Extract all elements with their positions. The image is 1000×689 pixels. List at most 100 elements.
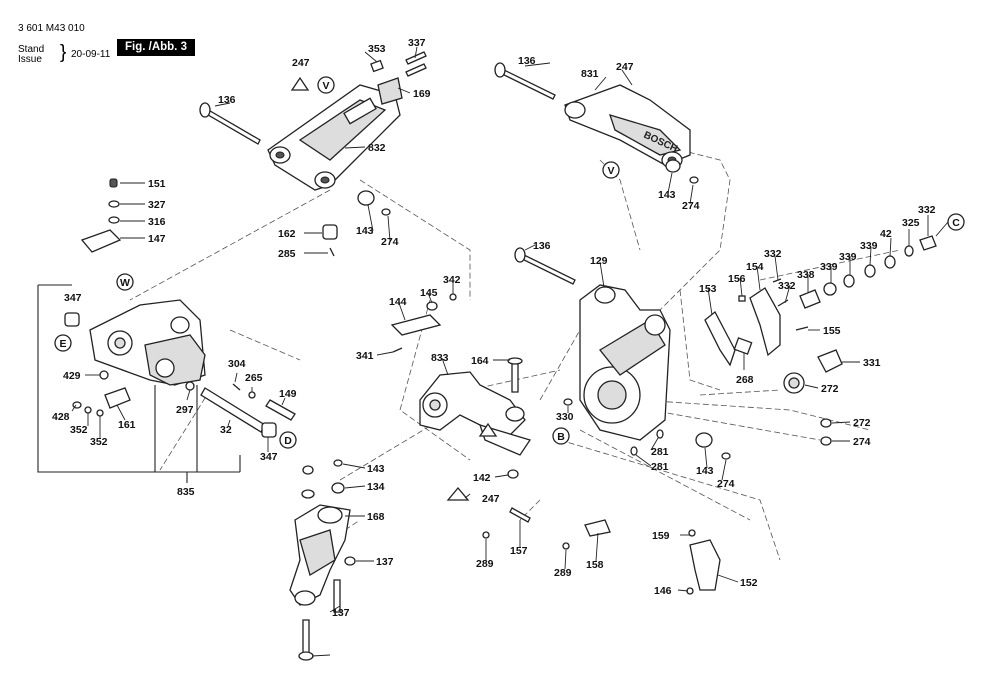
part-label: 142 — [473, 472, 491, 484]
part-label: 143 — [367, 463, 385, 475]
part-label: 145 — [420, 287, 438, 299]
group-bracket-835 — [37, 284, 241, 483]
callout-v-right: V — [602, 161, 620, 179]
part-label: 347 — [64, 292, 82, 304]
callout-c: C — [947, 213, 965, 231]
part-label: 154 — [746, 261, 764, 273]
part-label: 268 — [736, 374, 754, 386]
small-parts-upper — [322, 51, 427, 257]
screws-134-area — [298, 459, 356, 661]
callout-circles: V V W E D B C — [54, 76, 965, 449]
pin-136-center — [514, 247, 576, 285]
part-label: 339 — [860, 240, 878, 252]
part-label: 149 — [279, 388, 297, 400]
part-label: 342 — [443, 274, 461, 286]
part-label: 429 — [63, 370, 81, 382]
part-label: 272 — [853, 417, 871, 429]
part-label: 274 — [381, 236, 399, 248]
clamp-part-152 — [686, 529, 721, 595]
leader-lines — [71, 46, 949, 657]
part-label: 339 — [839, 251, 857, 263]
issue-date: 20-09-11 — [71, 49, 111, 60]
callout-w: W — [116, 273, 134, 291]
part-label: 274 — [853, 436, 871, 448]
part-label: 281 — [651, 461, 669, 473]
part-label: 338 — [797, 269, 815, 281]
callout-d: D — [279, 431, 297, 449]
part-label: 831 — [581, 68, 599, 80]
warning-triangle-lower — [446, 486, 470, 501]
part-label: 835 — [177, 486, 195, 498]
part-label: 428 — [52, 411, 70, 423]
arm-part-134 — [289, 504, 351, 606]
callout-label: E — [59, 338, 66, 350]
part-label: 339 — [820, 261, 838, 273]
part-label: 289 — [554, 567, 572, 579]
callout-label: D — [284, 435, 292, 447]
part-label: 281 — [651, 446, 669, 458]
part-label: 332 — [778, 280, 796, 292]
yoke-part-831: BOSCH — [564, 84, 691, 169]
arm-part-833 — [419, 371, 532, 456]
part-label: 152 — [740, 577, 758, 589]
stand-label: Stand — [18, 44, 45, 55]
left-mechanism-assembly — [64, 299, 206, 386]
part-label: 304 — [228, 358, 246, 370]
part-label: 169 — [413, 88, 431, 100]
small-parts-middle — [390, 293, 731, 550]
part-label: 332 — [764, 248, 782, 260]
part-label: 347 — [260, 451, 278, 463]
part-label: 136 — [518, 55, 536, 67]
assembly-dash-lines — [129, 149, 901, 561]
part-label: 168 — [367, 511, 385, 523]
part-label: 247 — [292, 57, 310, 69]
callout-e: E — [54, 334, 72, 352]
part-label: 265 — [245, 372, 263, 384]
pin-136-upper-left — [199, 102, 261, 145]
part-label: 353 — [368, 43, 386, 55]
part-label: 134 — [367, 481, 385, 493]
part-label: 147 — [148, 233, 166, 245]
pin-136-upper-right — [494, 62, 556, 100]
part-label: 832 — [368, 142, 386, 154]
part-label: 272 — [821, 383, 839, 395]
callout-label: C — [952, 217, 960, 229]
part-label: 42 — [880, 228, 892, 240]
callout-label: B — [557, 431, 565, 443]
part-label: 161 — [118, 419, 136, 431]
part-label: 143 — [356, 225, 374, 237]
part-label: 129 — [590, 255, 608, 267]
part-number-labels: 353 337 247 169 136 832 151 327 316 147 … — [52, 37, 936, 619]
document-number: 3 601 M43 010 — [18, 23, 85, 34]
part-label: 331 — [863, 357, 881, 369]
part-label: 143 — [696, 465, 714, 477]
part-label: 297 — [176, 404, 194, 416]
part-label: 352 — [90, 436, 108, 448]
part-label: 159 — [652, 530, 670, 542]
part-label: 136 — [533, 240, 551, 252]
part-label: 144 — [389, 296, 407, 308]
part-label: 162 — [278, 228, 296, 240]
part-label: 157 — [510, 545, 528, 557]
warning-triangle-upper-left — [290, 76, 310, 91]
shaft-32 — [200, 387, 277, 438]
callout-v-upper: V — [317, 76, 335, 94]
part-label: 155 — [823, 325, 841, 337]
brace-symbol: } — [60, 42, 67, 63]
part-label: 833 — [431, 352, 449, 364]
part-label: 32 — [220, 424, 232, 436]
part-label: 341 — [356, 350, 374, 362]
callout-label: V — [322, 80, 329, 92]
part-label: 352 — [70, 424, 88, 436]
figure-title: Fig. /Abb. 3 — [117, 39, 195, 56]
part-label: 289 — [476, 558, 494, 570]
part-label: 325 — [902, 217, 920, 229]
callout-label: W — [120, 277, 130, 289]
callout-label: V — [607, 165, 614, 177]
part-label: 164 — [471, 355, 489, 367]
part-label: 247 — [616, 61, 634, 73]
part-label: 151 — [148, 178, 166, 190]
part-label: 332 — [918, 204, 936, 216]
part-label: 274 — [682, 200, 700, 212]
